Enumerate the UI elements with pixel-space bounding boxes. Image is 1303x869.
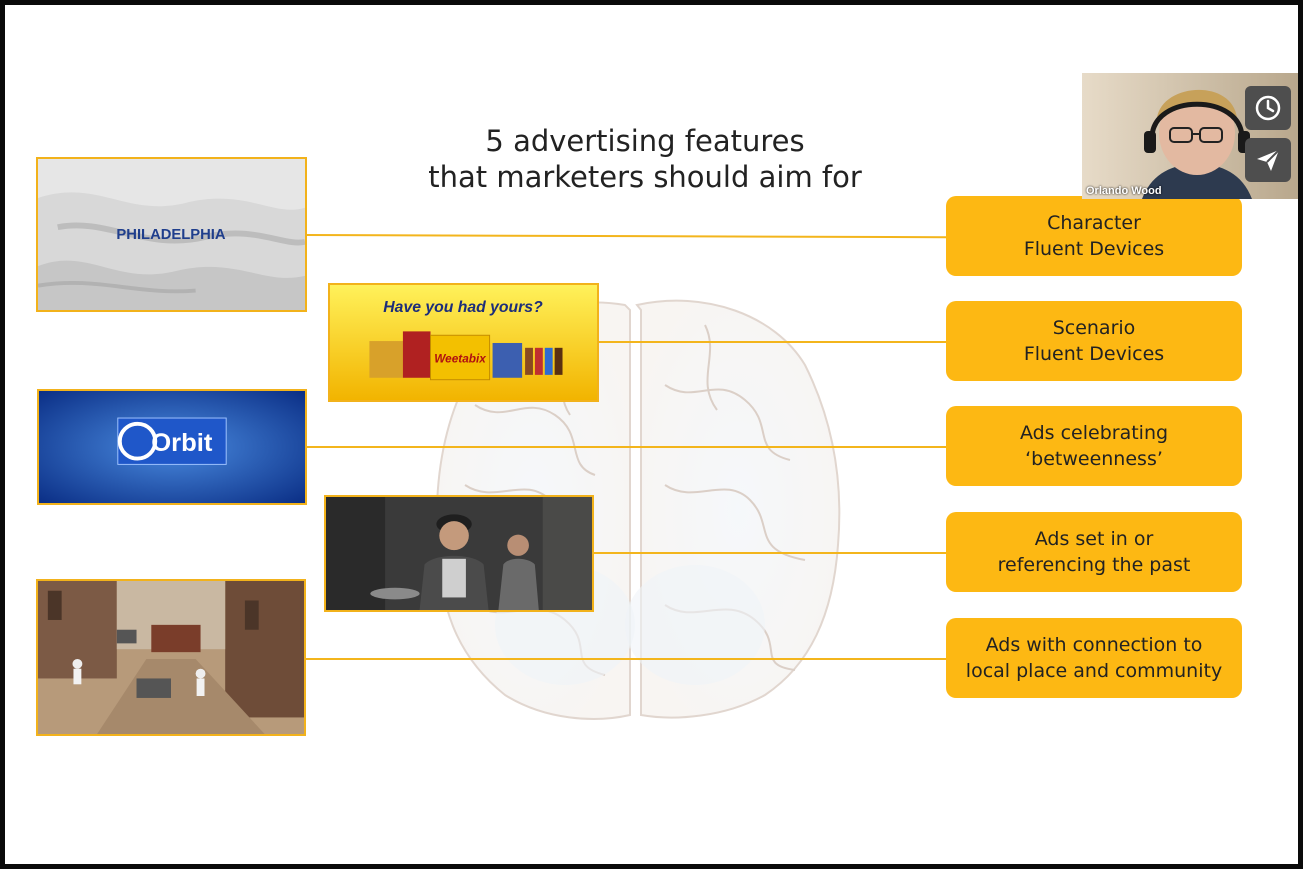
feature-1-line-2: Fluent Devices — [1023, 238, 1165, 260]
street-scene-ad-thumbnail — [36, 579, 306, 736]
feature-2-line-2: Fluent Devices — [1023, 343, 1165, 365]
send-icon — [1257, 149, 1280, 171]
feature-3-line-1: Ads celebrating — [1019, 422, 1169, 444]
clock-icon — [1255, 95, 1281, 121]
period-ad-thumbnail — [324, 495, 594, 612]
feature-past: Ads set in or referencing the past — [946, 512, 1242, 592]
feature-2-line-1: Scenario — [1052, 317, 1136, 339]
feature-3-line-2: ‘betweenness’ — [1025, 448, 1163, 470]
clock-button[interactable] — [1245, 86, 1291, 130]
philadelphia-ad-thumbnail: PHILADELPHIA — [36, 157, 307, 312]
connector-line-3 — [305, 446, 947, 448]
participant-name: Orlando Wood — [1086, 185, 1162, 197]
orbit-ad-thumbnail: Orbit — [37, 389, 307, 505]
philadelphia-logo-text: PHILADELPHIA — [116, 227, 226, 243]
feature-scenario-fluent-devices: Scenario Fluent Devices — [946, 301, 1242, 381]
weetabix-headline: Have you had yours? — [383, 299, 543, 316]
orbit-logo-text: Orbit — [151, 429, 213, 457]
feature-character-fluent-devices: Character Fluent Devices — [946, 196, 1242, 276]
title-line-1: 5 advertising features — [485, 124, 805, 158]
connector-line-4 — [592, 552, 947, 554]
weetabix-logo-text: Weetabix — [434, 352, 486, 365]
title-line-2: that marketers should aim for — [428, 160, 862, 194]
weetabix-ad-thumbnail: Have you had yours? Weetabix — [328, 283, 599, 402]
feature-5-line-1: Ads with connection to — [985, 634, 1203, 656]
feature-4-line-1: Ads set in or — [1034, 528, 1154, 550]
presentation-slide: 5 advertising features that marketers sh… — [5, 5, 1298, 864]
feature-local-community: Ads with connection to local place and c… — [946, 618, 1242, 698]
connector-line-2 — [597, 341, 947, 343]
feature-betweenness: Ads celebrating ‘betweenness’ — [946, 406, 1242, 486]
connector-line-5 — [303, 658, 947, 660]
send-button[interactable] — [1245, 138, 1291, 182]
feature-4-line-2: referencing the past — [997, 554, 1191, 576]
feature-5-line-2: local place and community — [965, 660, 1223, 682]
feature-1-line-1: Character — [1047, 212, 1141, 234]
slide-title: 5 advertising features that marketers sh… — [345, 123, 945, 195]
